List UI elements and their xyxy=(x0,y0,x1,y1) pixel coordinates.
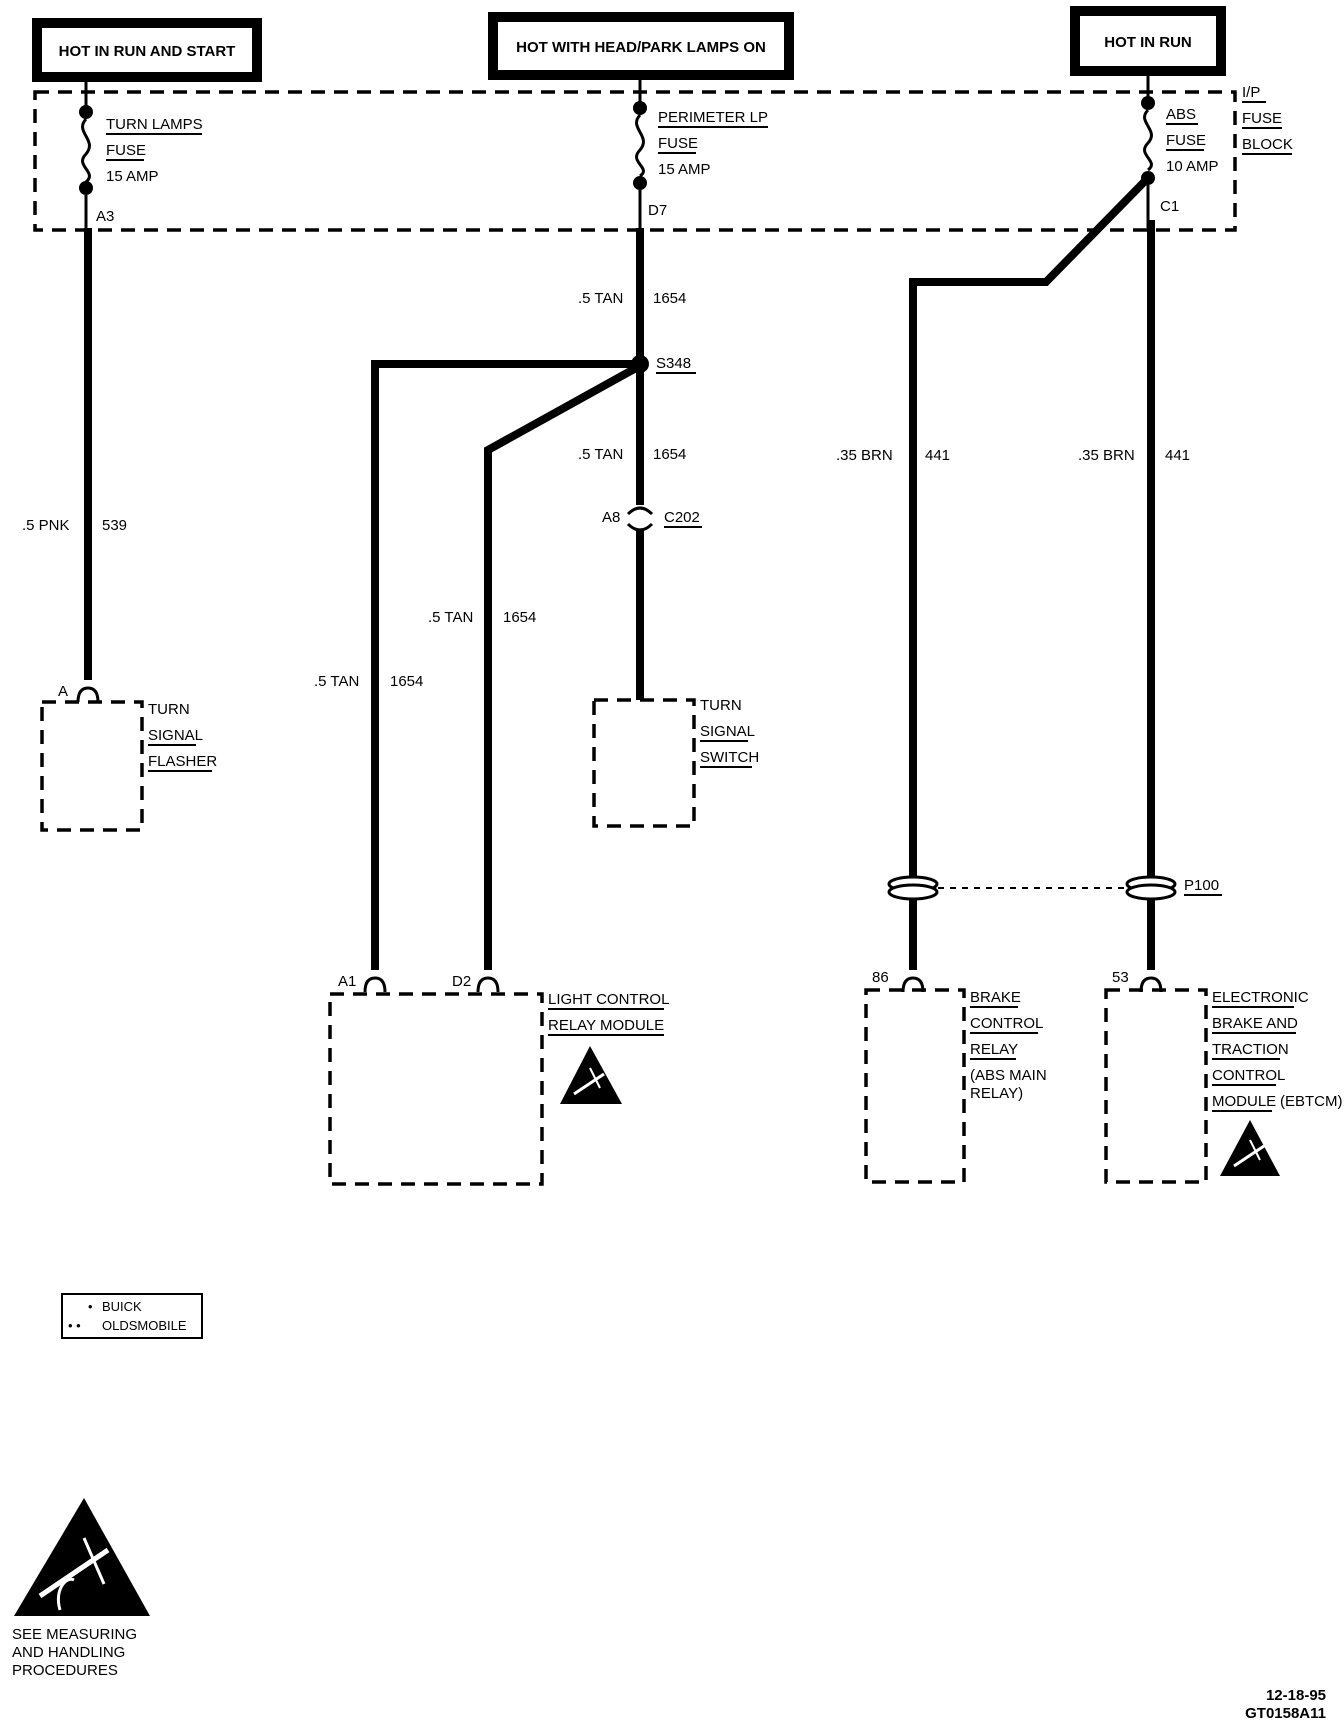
flasher-label-2: SIGNAL xyxy=(148,727,203,744)
wire-tan-d2 xyxy=(484,364,638,970)
component-turn-signal-flasher: A TURN SIGNAL FLASHER xyxy=(40,683,217,832)
legend-buick: BUICK xyxy=(102,1299,142,1314)
flasher-pin: A xyxy=(58,683,68,700)
header-hot-in-run-and-start: HOT IN RUN AND START xyxy=(32,18,262,82)
connector-p100: P100 xyxy=(887,875,1222,901)
wire-brn-left xyxy=(909,175,1151,970)
switch-label-1: TURN xyxy=(700,697,742,714)
fuse-turn-lamps-cavity: A3 xyxy=(96,208,114,225)
wire-tan-d2-circuit: 1654 xyxy=(503,609,536,626)
wire-tan-a1-circuit: 1654 xyxy=(390,673,423,690)
fuse-block-label-line1: I/P xyxy=(1242,84,1260,101)
fuse-abs-name: ABS xyxy=(1166,106,1196,123)
fuse-turn-lamps-rating: 15 AMP xyxy=(106,168,159,185)
fuse-perimeter-lp-name: PERIMETER LP xyxy=(658,109,768,126)
wire-tan-upper-circuit: 1654 xyxy=(653,290,686,307)
esd-note-line1: SEE MEASURING xyxy=(12,1626,137,1643)
esd-note-line3: PROCEDURES xyxy=(12,1662,118,1679)
header-run-start-text: HOT IN RUN AND START xyxy=(59,43,236,60)
splice-s348-label: S348 xyxy=(656,355,691,372)
esd-note: SEE MEASURING AND HANDLING PROCEDURES xyxy=(12,1498,150,1679)
header-hot-with-head-park-lamps-on: HOT WITH HEAD/PARK LAMPS ON xyxy=(488,12,794,80)
fuse-abs-type: FUSE xyxy=(1166,132,1206,149)
esd-note-line2: AND HANDLING xyxy=(12,1644,125,1661)
wire-tan-d2-label: .5 TAN xyxy=(428,609,473,626)
fuse-perimeter-lp: PERIMETER LP FUSE 15 AMP D7 xyxy=(633,80,768,228)
legend-bullet-single: • xyxy=(88,1299,93,1314)
connector-c202-pin: A8 xyxy=(602,509,620,526)
brake-relay-label-1: BRAKE xyxy=(970,989,1021,1006)
lcrm-pin-d2: D2 xyxy=(452,973,471,990)
connector-c202-name: C202 xyxy=(664,509,700,526)
stamp-date: 12-18-95 xyxy=(1266,1687,1326,1704)
header-head-park-text: HOT WITH HEAD/PARK LAMPS ON xyxy=(516,39,766,56)
wire-brn-left-circuit: 441 xyxy=(925,447,950,464)
ebtcm-label-3: TRACTION xyxy=(1212,1041,1289,1058)
switch-label-2: SIGNAL xyxy=(700,723,755,740)
brake-relay-label-4: (ABS MAIN xyxy=(970,1067,1047,1084)
legend-box: • BUICK • • OLDSMOBILE xyxy=(61,1293,203,1339)
wire-tan-lower-circuit: 1654 xyxy=(653,446,686,463)
flasher-label-1: TURN xyxy=(148,701,190,718)
fuse-perimeter-lp-type: FUSE xyxy=(658,135,698,152)
lcrm-pin-a1: A1 xyxy=(338,973,356,990)
connector-c202: A8 C202 xyxy=(602,506,702,532)
fuse-block-label: I/P FUSE BLOCK xyxy=(1242,84,1293,155)
fuse-turn-lamps: TURN LAMPS FUSE 15 AMP A3 xyxy=(79,82,203,228)
fuse-abs-rating: 10 AMP xyxy=(1166,158,1219,175)
flasher-label-3: FLASHER xyxy=(148,753,217,770)
fuse-turn-lamps-type: FUSE xyxy=(106,142,146,159)
ebtcm-pin: 53 xyxy=(1112,969,1129,986)
brake-relay-label-5: RELAY) xyxy=(970,1085,1023,1102)
ebtcm-label-5b: (EBTCM) xyxy=(1280,1093,1343,1110)
legend-bullet-double: • • xyxy=(68,1318,81,1333)
esd-warning-icon xyxy=(1220,1120,1280,1176)
legend-oldsmobile: OLDSMOBILE xyxy=(102,1318,187,1333)
esd-warning-icon xyxy=(560,1046,622,1104)
component-ebtcm: 53 ELECTRONIC BRAKE AND TRACTION CONTROL… xyxy=(1104,969,1343,1184)
component-turn-signal-switch: TURN SIGNAL SWITCH xyxy=(592,697,759,828)
ebtcm-label-2: BRAKE AND xyxy=(1212,1015,1298,1032)
ebtcm-label-5: MODULE xyxy=(1212,1093,1276,1110)
brake-relay-label-2: CONTROL xyxy=(970,1015,1043,1032)
fuse-block-label-line3: BLOCK xyxy=(1242,136,1293,153)
switch-label-3: SWITCH xyxy=(700,749,759,766)
fuse-block-label-line2: FUSE xyxy=(1242,110,1282,127)
component-brake-control-relay: 86 BRAKE CONTROL RELAY (ABS MAIN RELAY) xyxy=(864,969,1047,1184)
stamp-code: GT0158A11 xyxy=(1245,1705,1326,1722)
brake-relay-pin: 86 xyxy=(872,969,889,986)
wire-tan-a1-label: .5 TAN xyxy=(314,673,359,690)
brake-relay-label-3: RELAY xyxy=(970,1041,1018,1058)
wire-brn-right-label: .35 BRN xyxy=(1078,447,1135,464)
fuse-perimeter-lp-cavity: D7 xyxy=(648,202,667,219)
fuse-abs: ABS FUSE 10 AMP C1 xyxy=(1141,76,1219,228)
fuse-perimeter-lp-rating: 15 AMP xyxy=(658,161,711,178)
wire-pnk-circuit: 539 xyxy=(102,517,127,534)
wire-brn-left-label: .35 BRN xyxy=(836,447,893,464)
fuse-abs-cavity: C1 xyxy=(1160,198,1179,215)
wire-brn-right-circuit: 441 xyxy=(1165,447,1190,464)
wire-tan-lower-label: .5 TAN xyxy=(578,446,623,463)
component-light-control-relay-module: A1 D2 LIGHT CONTROL RELAY MODULE xyxy=(328,973,669,1186)
header-hot-in-run: HOT IN RUN xyxy=(1070,6,1226,76)
lcrm-label-1: LIGHT CONTROL xyxy=(548,991,669,1008)
wire-tan-upper-label: .5 TAN xyxy=(578,290,623,307)
header-run-text: HOT IN RUN xyxy=(1104,34,1192,51)
wire-pnk-label: .5 PNK xyxy=(22,517,70,534)
wire-tan-a1 xyxy=(371,360,640,970)
esd-warning-icon xyxy=(14,1498,150,1616)
fuse-block-outline xyxy=(33,90,1237,232)
ebtcm-label-4: CONTROL xyxy=(1212,1067,1285,1084)
fuse-turn-lamps-name: TURN LAMPS xyxy=(106,116,203,133)
drawing-stamp: 12-18-95 GT0158A11 xyxy=(1245,1687,1326,1722)
connector-p100-name: P100 xyxy=(1184,877,1219,894)
lcrm-label-2: RELAY MODULE xyxy=(548,1017,664,1034)
ebtcm-label-1: ELECTRONIC xyxy=(1212,989,1309,1006)
